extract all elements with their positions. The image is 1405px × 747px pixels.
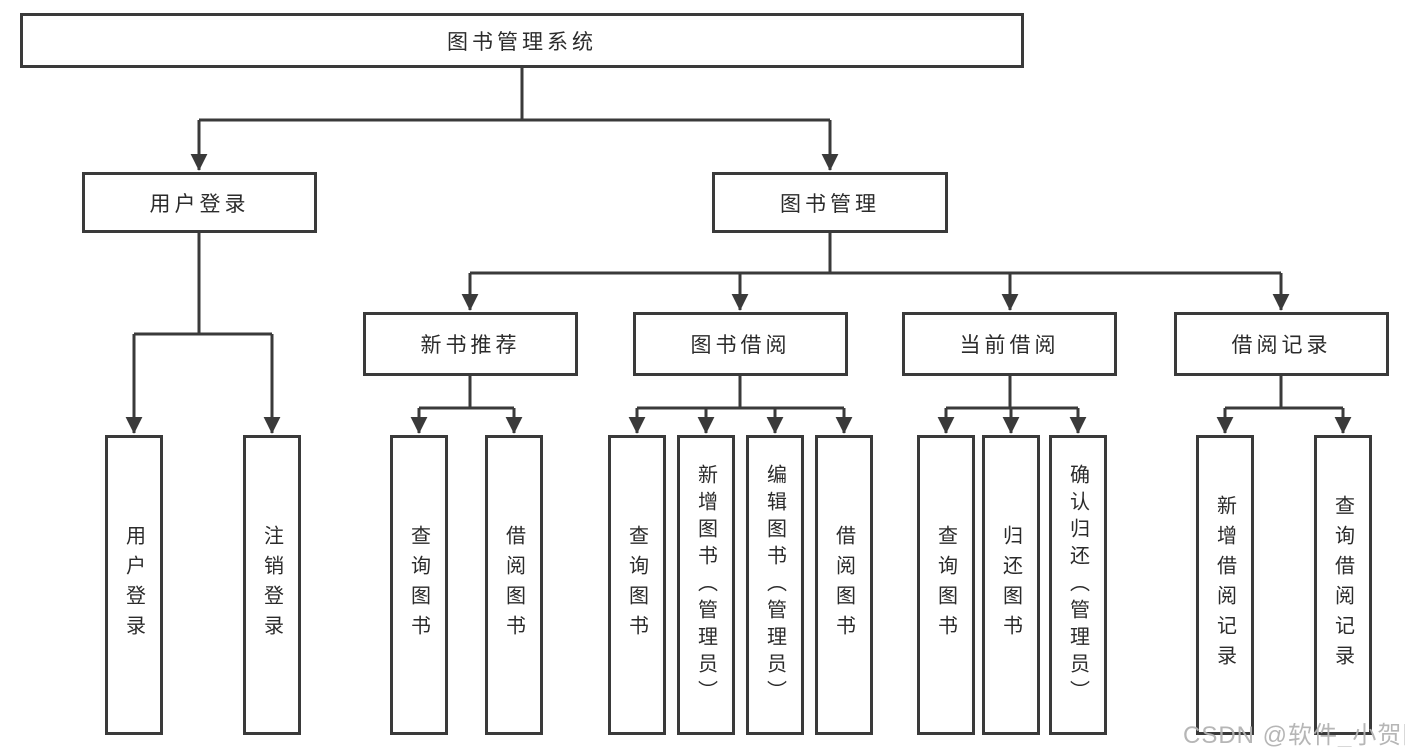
leaf-add-book-admin: 新增图书（管理员） (677, 435, 735, 735)
connector-new-book-recommend-branch (410, 376, 523, 434)
node-user-login: 用户登录 (82, 172, 317, 233)
node-label: 用户登录 (149, 192, 250, 216)
node-library-management-system: 图书管理系统 (20, 13, 1024, 68)
node-label: 图书管理 (780, 192, 880, 216)
node-borrow-records: 借阅记录 (1174, 312, 1389, 376)
leaf-query-books-current: 查询图书 (917, 435, 975, 735)
leaf-query-books-recommend: 查询图书 (390, 435, 448, 735)
leaf-query-borrow-record: 查询借阅记录 (1314, 435, 1372, 735)
leaf-borrow-books: 借阅图书 (815, 435, 873, 735)
node-label: 借阅记录 (1231, 334, 1332, 357)
leaf-confirm-return-admin: 确认归还（管理员） (1049, 435, 1107, 735)
leaf-query-books-borrow: 查询图书 (608, 435, 666, 735)
node-new-book-recommend: 新书推荐 (363, 312, 578, 376)
leaf-borrow-books-recommend: 借阅图书 (485, 435, 543, 735)
node-book-management: 图书管理 (712, 172, 948, 233)
csdn-watermark: CSDN @软件_小贺同学 (1183, 722, 1405, 747)
connector-root-to-level2 (190, 68, 839, 171)
node-label: 图书借阅 (690, 334, 791, 357)
connector-user-login-branch (125, 233, 281, 434)
leaf-edit-book-admin: 编辑图书（管理员） (746, 435, 804, 735)
leaf-logout-login: 注销登录 (243, 435, 301, 735)
node-label: 新书推荐 (420, 334, 521, 357)
connector-book-management-branch (461, 233, 1290, 311)
connector-current-borrow-branch (937, 376, 1087, 434)
leaf-user-login: 用户登录 (105, 435, 163, 735)
node-book-borrow: 图书借阅 (633, 312, 848, 376)
node-current-borrow: 当前借阅 (902, 312, 1117, 376)
node-label: 图书管理系统 (447, 30, 597, 54)
node-label: 当前借阅 (959, 334, 1060, 357)
connector-book-borrow-branch (628, 376, 853, 434)
connector-borrow-records-branch (1216, 376, 1352, 434)
leaf-return-books: 归还图书 (982, 435, 1040, 735)
leaf-add-borrow-record: 新增借阅记录 (1196, 435, 1254, 735)
